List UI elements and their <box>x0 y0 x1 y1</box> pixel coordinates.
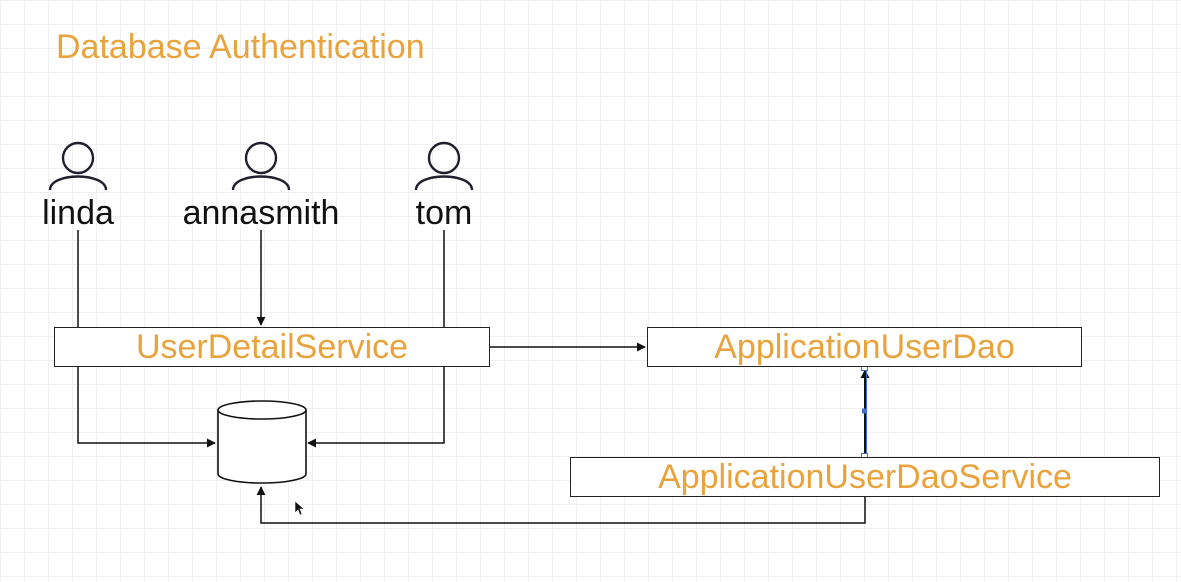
user-label-tom[interactable]: tom <box>415 194 473 232</box>
user-icon-tom[interactable] <box>414 141 474 191</box>
user-icon-annasmith[interactable] <box>231 141 291 191</box>
page-title: Database Authentication <box>56 28 425 66</box>
application-user-dao-box[interactable]: ApplicationUserDao <box>647 327 1082 367</box>
user-label-annasmith[interactable]: annasmith <box>182 194 340 232</box>
user-detail-service-box[interactable]: UserDetailService <box>54 327 490 367</box>
connector-daoservice-to-db[interactable] <box>256 486 866 524</box>
selection-handle-mid[interactable] <box>862 408 867 414</box>
connector-left-to-db[interactable] <box>77 367 216 448</box>
mouse-cursor-icon <box>294 500 305 516</box>
database-cylinder-icon[interactable] <box>217 400 307 484</box>
connector-right-to-db[interactable] <box>307 367 445 448</box>
user-label-linda[interactable]: linda <box>42 194 114 232</box>
application-user-dao-service-box[interactable]: ApplicationUserDaoService <box>570 457 1160 497</box>
user-icon-linda[interactable] <box>48 141 108 191</box>
